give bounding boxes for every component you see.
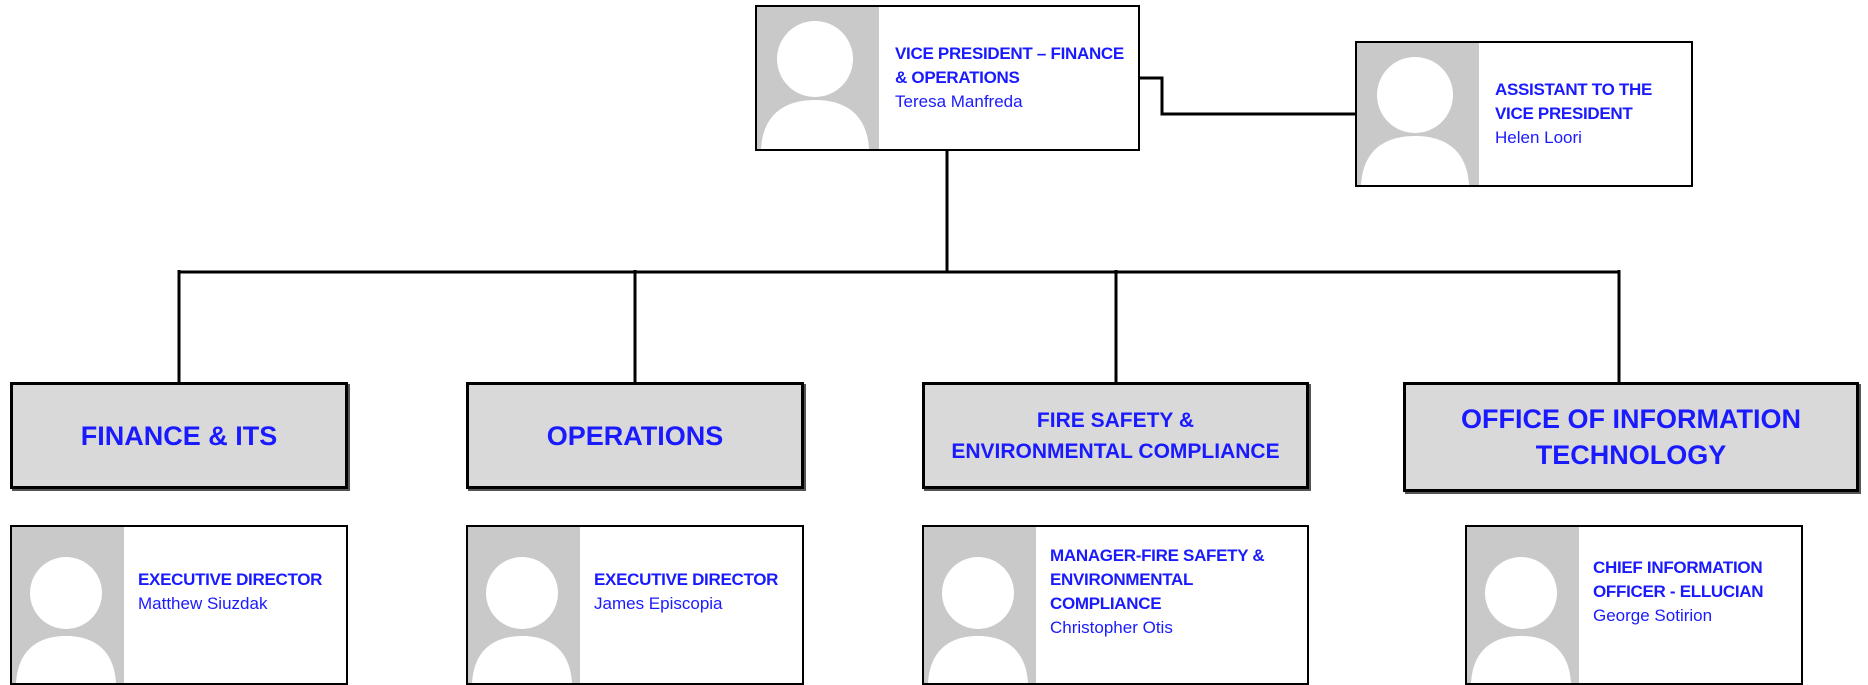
head-card-oit: CHIEF INFORMATION OFFICER - ELLUCIAN Geo… bbox=[1465, 525, 1803, 685]
avatar bbox=[12, 527, 124, 683]
vp-card: VICE PRESIDENT – FINANCE & OPERATIONS Te… bbox=[755, 5, 1140, 151]
department-fire-safety: FIRE SAFETY & ENVIRONMENTAL COMPLIANCE bbox=[922, 382, 1309, 489]
head-name: George Sotirion bbox=[1593, 606, 1713, 625]
avatar bbox=[1467, 527, 1579, 683]
head-text: CHIEF INFORMATION OFFICER - ELLUCIAN Geo… bbox=[1593, 527, 1795, 657]
department-operations: OPERATIONS bbox=[466, 382, 804, 489]
head-title: MANAGER-FIRE SAFETY & ENVIRONMENTAL COMP… bbox=[1050, 546, 1265, 613]
head-name: James Episcopia bbox=[594, 594, 723, 613]
avatar bbox=[757, 7, 879, 149]
department-label: FINANCE & ITS bbox=[80, 420, 278, 451]
person-silhouette-icon bbox=[1361, 57, 1469, 185]
head-name: Matthew Siuzdak bbox=[138, 594, 268, 613]
head-title: EXECUTIVE DIRECTOR bbox=[594, 570, 779, 589]
head-card-finance: EXECUTIVE DIRECTOR Matthew Siuzdak bbox=[10, 525, 348, 685]
head-card-operations: EXECUTIVE DIRECTOR James Episcopia bbox=[466, 525, 804, 685]
avatar bbox=[1357, 43, 1479, 185]
department-label: OPERATIONS bbox=[546, 420, 724, 451]
head-text: EXECUTIVE DIRECTOR James Episcopia bbox=[594, 527, 796, 657]
head-title: EXECUTIVE DIRECTOR bbox=[138, 570, 323, 589]
assistant-name: Helen Loori bbox=[1495, 128, 1582, 147]
vp-text: VICE PRESIDENT – FINANCE & OPERATIONS Te… bbox=[895, 7, 1132, 149]
person-silhouette-icon bbox=[16, 557, 116, 683]
avatar bbox=[924, 527, 1036, 683]
vp-title: VICE PRESIDENT – FINANCE & OPERATIONS bbox=[895, 44, 1124, 87]
department-label: FIRE SAFETY & ENVIRONMENTAL COMPLIANCE bbox=[951, 408, 1280, 463]
head-title: CHIEF INFORMATION OFFICER - ELLUCIAN bbox=[1593, 558, 1764, 601]
head-card-fire-safety: MANAGER-FIRE SAFETY & ENVIRONMENTAL COMP… bbox=[922, 525, 1309, 685]
head-name: Christopher Otis bbox=[1050, 618, 1173, 637]
assistant-title: ASSISTANT TO THE VICE PRESIDENT bbox=[1495, 80, 1653, 123]
department-oit: OFFICE OF INFORMATION TECHNOLOGY bbox=[1403, 382, 1859, 492]
assistant-connector bbox=[1140, 76, 1355, 116]
department-finance: FINANCE & ITS bbox=[10, 382, 348, 489]
assistant-card: ASSISTANT TO THE VICE PRESIDENT Helen Lo… bbox=[1355, 41, 1693, 187]
avatar bbox=[468, 527, 580, 683]
head-text: EXECUTIVE DIRECTOR Matthew Siuzdak bbox=[138, 527, 340, 657]
head-text: MANAGER-FIRE SAFETY & ENVIRONMENTAL COMP… bbox=[1050, 527, 1301, 657]
department-label: OFFICE OF INFORMATION TECHNOLOGY bbox=[1461, 404, 1801, 470]
person-silhouette-icon bbox=[472, 557, 572, 683]
vp-name: Teresa Manfreda bbox=[895, 92, 1023, 111]
person-silhouette-icon bbox=[928, 557, 1028, 683]
person-silhouette-icon bbox=[761, 21, 869, 149]
assistant-text: ASSISTANT TO THE VICE PRESIDENT Helen Lo… bbox=[1495, 43, 1685, 185]
person-silhouette-icon bbox=[1471, 557, 1571, 683]
